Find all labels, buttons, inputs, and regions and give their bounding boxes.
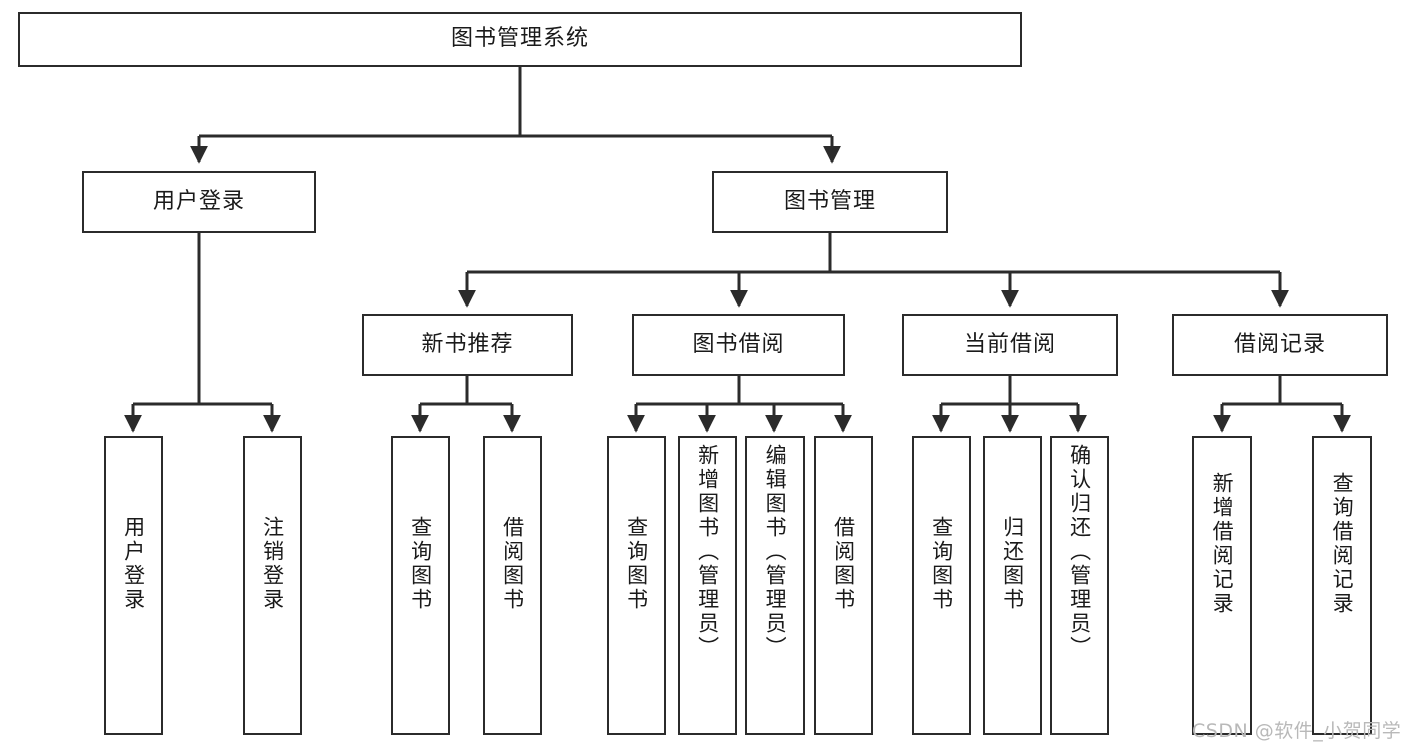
node-book-management[interactable]: 图书管理: [712, 171, 948, 233]
node-leaf-add-book[interactable]: 新增图书（管理员）: [678, 436, 737, 735]
node-leaf-confirm-return[interactable]: 确认归还（管理员）: [1050, 436, 1109, 735]
node-book-borrow[interactable]: 图书借阅: [632, 314, 845, 376]
node-leaf-return-book[interactable]: 归还图书: [983, 436, 1042, 735]
node-leaf-query-book-1[interactable]: 查询图书: [391, 436, 450, 735]
node-leaf-confirm-return-label: 确认归还（管理员）: [1067, 444, 1092, 660]
node-leaf-edit-book[interactable]: 编辑图书（管理员）: [745, 436, 805, 735]
node-current-borrow-label: 当前借阅: [963, 331, 1056, 357]
node-leaf-add-book-label: 新增图书（管理员）: [695, 444, 720, 660]
node-leaf-return-book-label: 归还图书: [1000, 516, 1025, 612]
node-borrow-record-label: 借阅记录: [1233, 331, 1326, 357]
node-leaf-borrow-book-1[interactable]: 借阅图书: [483, 436, 542, 735]
node-leaf-borrow-book-2-label: 借阅图书: [831, 516, 856, 612]
node-leaf-logout[interactable]: 注销登录: [243, 436, 302, 735]
watermark-csdn: CSDN @软件_小贺同学: [1192, 720, 1402, 742]
node-leaf-add-record-label: 新增借阅记录: [1210, 472, 1235, 616]
node-root[interactable]: 图书管理系统: [18, 12, 1022, 67]
node-book-management-label: 图书管理: [783, 188, 876, 214]
node-new-book-recommend[interactable]: 新书推荐: [362, 314, 573, 376]
node-leaf-query-book-3-label: 查询图书: [929, 516, 954, 612]
node-borrow-record[interactable]: 借阅记录: [1172, 314, 1388, 376]
node-user-login-label: 用户登录: [152, 188, 245, 214]
node-leaf-query-book-2-label: 查询图书: [624, 516, 649, 612]
node-leaf-query-book-1-label: 查询图书: [408, 516, 433, 612]
node-leaf-user-login[interactable]: 用户登录: [104, 436, 163, 735]
node-leaf-edit-book-label: 编辑图书（管理员）: [763, 444, 788, 660]
node-book-borrow-label: 图书借阅: [692, 331, 785, 357]
node-root-label: 图书管理系统: [450, 26, 589, 52]
node-leaf-borrow-book-2[interactable]: 借阅图书: [814, 436, 873, 735]
node-leaf-query-record[interactable]: 查询借阅记录: [1312, 436, 1372, 735]
node-leaf-query-record-label: 查询借阅记录: [1330, 472, 1355, 616]
node-leaf-query-book-3[interactable]: 查询图书: [912, 436, 971, 735]
node-leaf-borrow-book-1-label: 借阅图书: [500, 516, 525, 612]
node-leaf-user-login-label: 用户登录: [121, 516, 146, 612]
node-leaf-query-book-2[interactable]: 查询图书: [607, 436, 666, 735]
node-leaf-logout-label: 注销登录: [260, 516, 285, 612]
node-current-borrow[interactable]: 当前借阅: [902, 314, 1118, 376]
node-new-book-recommend-label: 新书推荐: [421, 331, 514, 357]
node-user-login[interactable]: 用户登录: [82, 171, 316, 233]
node-leaf-add-record[interactable]: 新增借阅记录: [1192, 436, 1252, 735]
